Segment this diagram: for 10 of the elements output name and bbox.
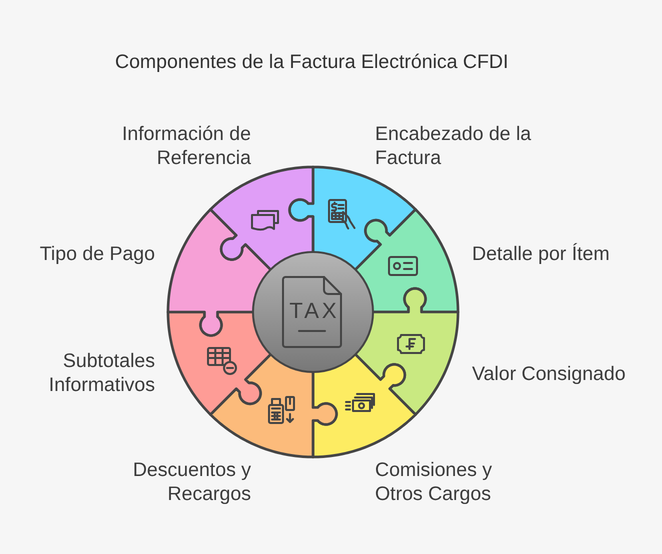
document-label: TAX — [288, 299, 340, 323]
segment-label: Descuentos y Recargos — [132, 458, 251, 506]
segment-label: Encabezado de la Factura — [375, 122, 532, 170]
diagram-title: Componentes de la Factura Electrónica CFDI — [115, 50, 508, 74]
segment-label: Subtotales Informativos — [48, 349, 155, 397]
segment-label: Comisiones y Otros Cargos — [375, 458, 494, 506]
segment-label: Información de Referencia — [121, 122, 251, 170]
segment-label: Tipo de Pago — [40, 242, 155, 266]
segment-label: Valor Consignado — [472, 362, 626, 386]
segment-label: Detalle por Ítem — [472, 242, 610, 266]
